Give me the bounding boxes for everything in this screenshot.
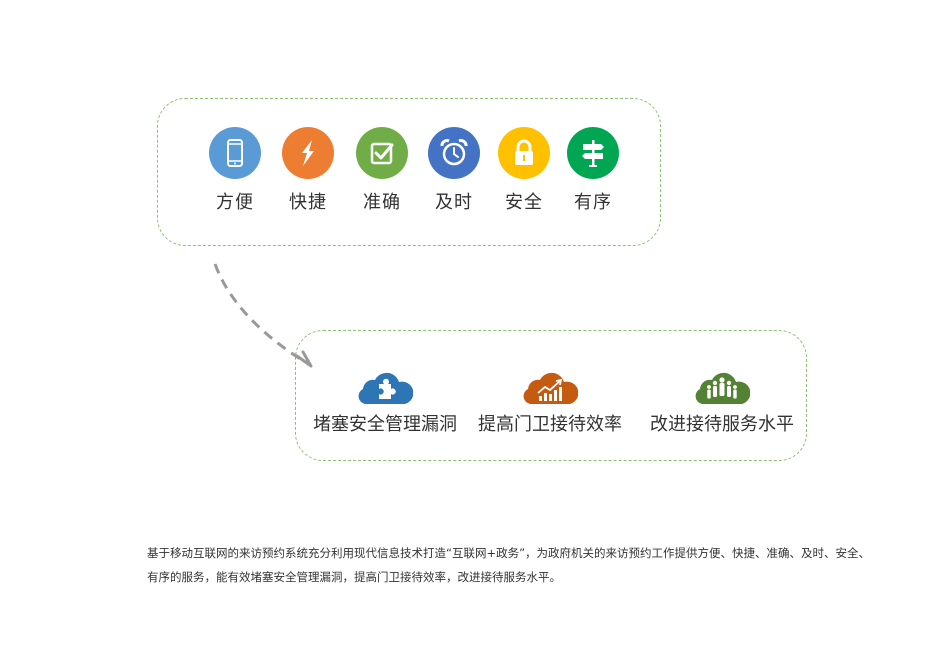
benefit-label: 提高门卫接待效率 (478, 414, 622, 435)
feature-accurate: 准确 (347, 127, 417, 214)
feature-label: 及时 (435, 192, 473, 213)
people-cloud-icon (695, 372, 750, 404)
feature-label: 快捷 (289, 192, 327, 213)
feature-secure: 安全 (489, 127, 559, 214)
phone-icon (209, 127, 261, 179)
lightning-icon (282, 127, 334, 179)
feature-label: 安全 (505, 192, 543, 213)
signpost-icon (567, 127, 619, 179)
puzzle-cloud-icon (358, 372, 413, 404)
feature-fast: 快捷 (273, 127, 343, 214)
feature-label: 准确 (363, 192, 401, 213)
feature-convenient: 方便 (200, 127, 270, 214)
chart-cloud-icon (523, 372, 578, 404)
flow-arrow (213, 263, 313, 368)
benefit-label: 改进接待服务水平 (650, 414, 794, 435)
feature-label: 有序 (574, 192, 612, 213)
benefit-efficiency: 提高门卫接待效率 (472, 366, 628, 436)
feature-label: 方便 (216, 192, 254, 213)
benefit-label: 堵塞安全管理漏洞 (313, 414, 457, 435)
lock-icon (498, 127, 550, 179)
benefits-panel (295, 330, 807, 461)
checkbox-icon (356, 127, 408, 179)
feature-orderly: 有序 (558, 127, 628, 214)
benefit-security: 堵塞安全管理漏洞 (308, 366, 462, 436)
feature-timely: 及时 (419, 127, 489, 214)
benefit-service: 改进接待服务水平 (644, 366, 800, 436)
features-panel (157, 98, 661, 246)
description-text: 基于移动互联网的来访预约系统充分利用现代信息技术打造“互联网+政务”，为政府机关… (147, 546, 871, 584)
alarm-clock-icon (428, 127, 480, 179)
